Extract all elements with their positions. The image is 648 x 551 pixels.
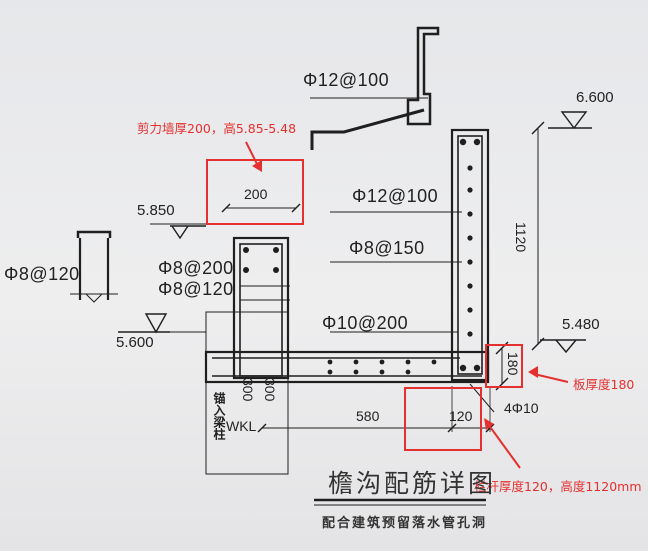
parapet-annotation: 栏杆厚度120，高度1120mm: [474, 479, 642, 494]
elevation-right-mid: 5.480: [562, 316, 600, 333]
parapet-thickness-highlight: [404, 387, 482, 451]
beam-dim-2: 300: [262, 378, 278, 402]
top-bent-bar: [310, 108, 425, 150]
anchor-note: 锚入梁柱: [212, 392, 226, 440]
slab-length-dim: 580: [356, 408, 380, 424]
wall-horizontal-bar-label: Φ8@150: [349, 238, 425, 258]
elevation-top-right: 6.600: [576, 89, 614, 106]
slab-thickness-dim: 180: [505, 352, 521, 376]
beam-dim-1: 300: [240, 378, 256, 402]
elevation-left-upper: 5.850: [137, 202, 175, 219]
beam-name: WKL: [226, 418, 257, 434]
slab-thickness-highlight: [485, 344, 523, 388]
top-hook-bar: [406, 26, 440, 126]
corner-bars-label: 4Φ10: [504, 400, 539, 416]
wall-vertical-bar-label: Φ12@100: [352, 186, 439, 206]
parapet-thickness-dim: 120: [449, 408, 473, 424]
slab-bar-label: Φ10@200: [322, 313, 409, 333]
slab-outline: [204, 350, 490, 384]
beam-rebar-cage: [239, 243, 283, 377]
left-stub-bar-label: Φ8@120: [4, 264, 80, 284]
beam-column-outline: [232, 236, 290, 380]
beam-stirrup-label-1: Φ8@200: [158, 258, 234, 278]
slab-annotation: 板厚度180: [573, 377, 635, 392]
wall-thickness-dim: 200: [244, 186, 268, 202]
elevation-left-lower: 5.600: [116, 334, 154, 351]
vertical-height-dim: 1120: [513, 222, 529, 253]
beam-hidden-outline: [205, 311, 289, 475]
parapet-rebar-cage: [457, 135, 483, 375]
drawing-subtitle: 配合建筑预留落水管孔洞: [322, 516, 488, 531]
beam-stirrup-label-2: Φ8@120: [158, 279, 234, 299]
drawing-title: 檐沟配筋详图: [328, 469, 497, 498]
top-bar-label: Φ12@100: [303, 70, 390, 90]
parapet-wall-outline: [450, 128, 490, 382]
shear-wall-annotation: 剪力墙厚200，高5.85-5.48: [137, 121, 297, 136]
